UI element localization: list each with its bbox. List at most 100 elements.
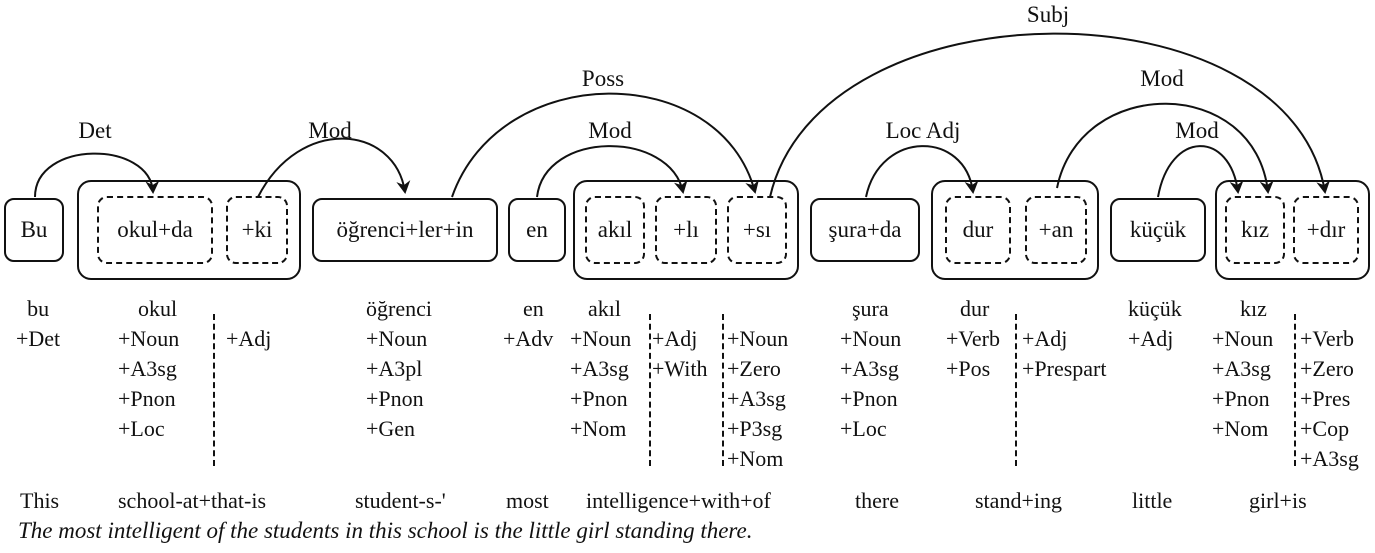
gloss-line: +Gen <box>366 416 416 441</box>
arc-mod-en-li <box>536 145 688 198</box>
gloss-column-li: +Adj +With <box>652 324 708 384</box>
gloss-line: şura <box>852 296 889 321</box>
morpheme-box-kiz <box>1225 196 1285 264</box>
gloss-line: en <box>523 296 544 321</box>
arc-label-loc-adj: Loc Adj <box>885 118 961 143</box>
gloss-line: +Pres <box>1300 386 1351 411</box>
gloss-column-bu: bu +Det <box>16 294 60 354</box>
word-label: Bu <box>20 217 48 242</box>
gloss-line: +With <box>652 356 708 381</box>
word-label: +sı <box>742 217 772 242</box>
arc-label-mod: Mod <box>308 118 352 143</box>
morpheme-separator <box>649 314 651 466</box>
gloss-column-kiz: kız +Noun +A3sg +Pnon +Nom <box>1212 294 1273 444</box>
translation-word: This <box>20 488 60 513</box>
morpheme-separator <box>1294 314 1296 466</box>
gloss-line: +Adj <box>652 326 698 351</box>
word-label: akıl <box>597 217 633 242</box>
translation-word: there <box>855 488 899 513</box>
morpheme-separator <box>1015 314 1017 466</box>
arc-label-subj: Subj <box>1026 2 1070 27</box>
word-box-kiz-dir <box>1215 180 1370 280</box>
arc-poss <box>451 92 759 198</box>
gloss-line: +Nom <box>570 416 627 441</box>
gloss-column-sura: şura +Noun +A3sg +Pnon +Loc <box>840 294 901 444</box>
gloss-line: +A3pl <box>366 356 423 381</box>
gloss-line: +Nom <box>727 446 784 471</box>
gloss-line: +Zero <box>727 356 781 381</box>
translation-word: most <box>506 488 549 513</box>
gloss-column-okul: okul +Noun +A3sg +Pnon +Loc <box>118 294 179 444</box>
word-box-akil-li-si <box>573 180 799 280</box>
word-label: +an <box>1038 217 1074 242</box>
gloss-line: +Pos <box>946 356 991 381</box>
arc-det <box>34 152 160 198</box>
gloss-line: +Pnon <box>570 386 628 411</box>
gloss-column-si: +Noun +Zero +A3sg +P3sg +Nom <box>727 324 788 474</box>
gloss-column-dur: dur +Verb +Pos <box>946 294 1000 384</box>
gloss-line: +A3sg <box>727 386 786 411</box>
word-label: şura+da <box>828 217 902 242</box>
gloss-column-an: +Adj +Prespart <box>1022 324 1107 384</box>
word-box-bu <box>4 198 64 262</box>
arc-mod-kucuk-kiz <box>1157 145 1244 198</box>
gloss-line: kız <box>1240 296 1267 321</box>
gloss-line: +Zero <box>1300 356 1354 381</box>
arc-loc-adj <box>865 145 979 198</box>
word-box-okul-ki <box>77 180 301 280</box>
word-label: kız <box>1240 217 1270 242</box>
gloss-line: +Noun <box>570 326 632 351</box>
morpheme-box-akil <box>585 196 645 264</box>
gloss-line: +Det <box>16 326 61 351</box>
morpheme-box-dur <box>945 196 1011 264</box>
gloss-line: +Pnon <box>118 386 176 411</box>
word-label: küçük <box>1129 217 1187 242</box>
word-label: +dır <box>1306 217 1346 242</box>
gloss-line: bu <box>27 296 50 321</box>
morpheme-box-an <box>1025 196 1087 264</box>
gloss-line: +A3sg <box>118 356 177 381</box>
gloss-line: akıl <box>588 296 621 321</box>
gloss-line: +Loc <box>118 416 165 441</box>
gloss-column-ogrenci: öğrenci +Noun +A3pl +Pnon +Gen <box>366 294 432 444</box>
arc-label-poss: Poss <box>581 66 625 91</box>
word-box-ogrenci <box>312 198 498 262</box>
gloss-line: +Verb <box>1300 326 1354 351</box>
gloss-line: +Noun <box>840 326 902 351</box>
gloss-line: +Noun <box>727 326 789 351</box>
gloss-line: okul <box>138 296 178 321</box>
gloss-line: +Pnon <box>366 386 424 411</box>
gloss-line: +Prespart <box>1022 356 1107 381</box>
word-box-sura <box>810 198 920 262</box>
gloss-line: +Pnon <box>1212 386 1270 411</box>
gloss-line: +Loc <box>840 416 887 441</box>
gloss-line: +Cop <box>1300 416 1350 441</box>
translation-word: little <box>1132 488 1173 513</box>
morpheme-box-si <box>727 196 787 264</box>
translation-word: student-s-' <box>355 488 446 513</box>
gloss-line: +Adv <box>503 326 554 351</box>
morpheme-separator <box>722 314 724 466</box>
morpheme-separator <box>213 314 215 466</box>
translation-word: school-at+that-is <box>118 488 267 513</box>
word-label: öğrenci+ler+in <box>336 217 474 242</box>
gloss-line: +P3sg <box>727 416 783 441</box>
morpheme-box-ki <box>226 196 288 264</box>
gloss-line: +A3sg <box>570 356 629 381</box>
arc-label-mod: Mod <box>588 118 632 143</box>
arc-mod-ki-ogrenci <box>257 137 411 198</box>
morpheme-box-dir <box>1293 196 1359 264</box>
morpheme-box-okul <box>97 196 213 264</box>
word-box-dur-an <box>931 180 1099 280</box>
gloss-line: +Pnon <box>840 386 898 411</box>
word-label: okul+da <box>117 217 193 242</box>
word-label: +lı <box>673 217 699 242</box>
gloss-column-ki: +Adj <box>226 324 271 354</box>
word-label: dur <box>962 217 994 242</box>
gloss-line: +Noun <box>366 326 428 351</box>
gloss-line: +Noun <box>118 326 180 351</box>
gloss-column-en: en +Adv <box>503 294 553 354</box>
gloss-line: +Verb <box>946 326 1000 351</box>
word-box-kucuk <box>1110 198 1206 262</box>
